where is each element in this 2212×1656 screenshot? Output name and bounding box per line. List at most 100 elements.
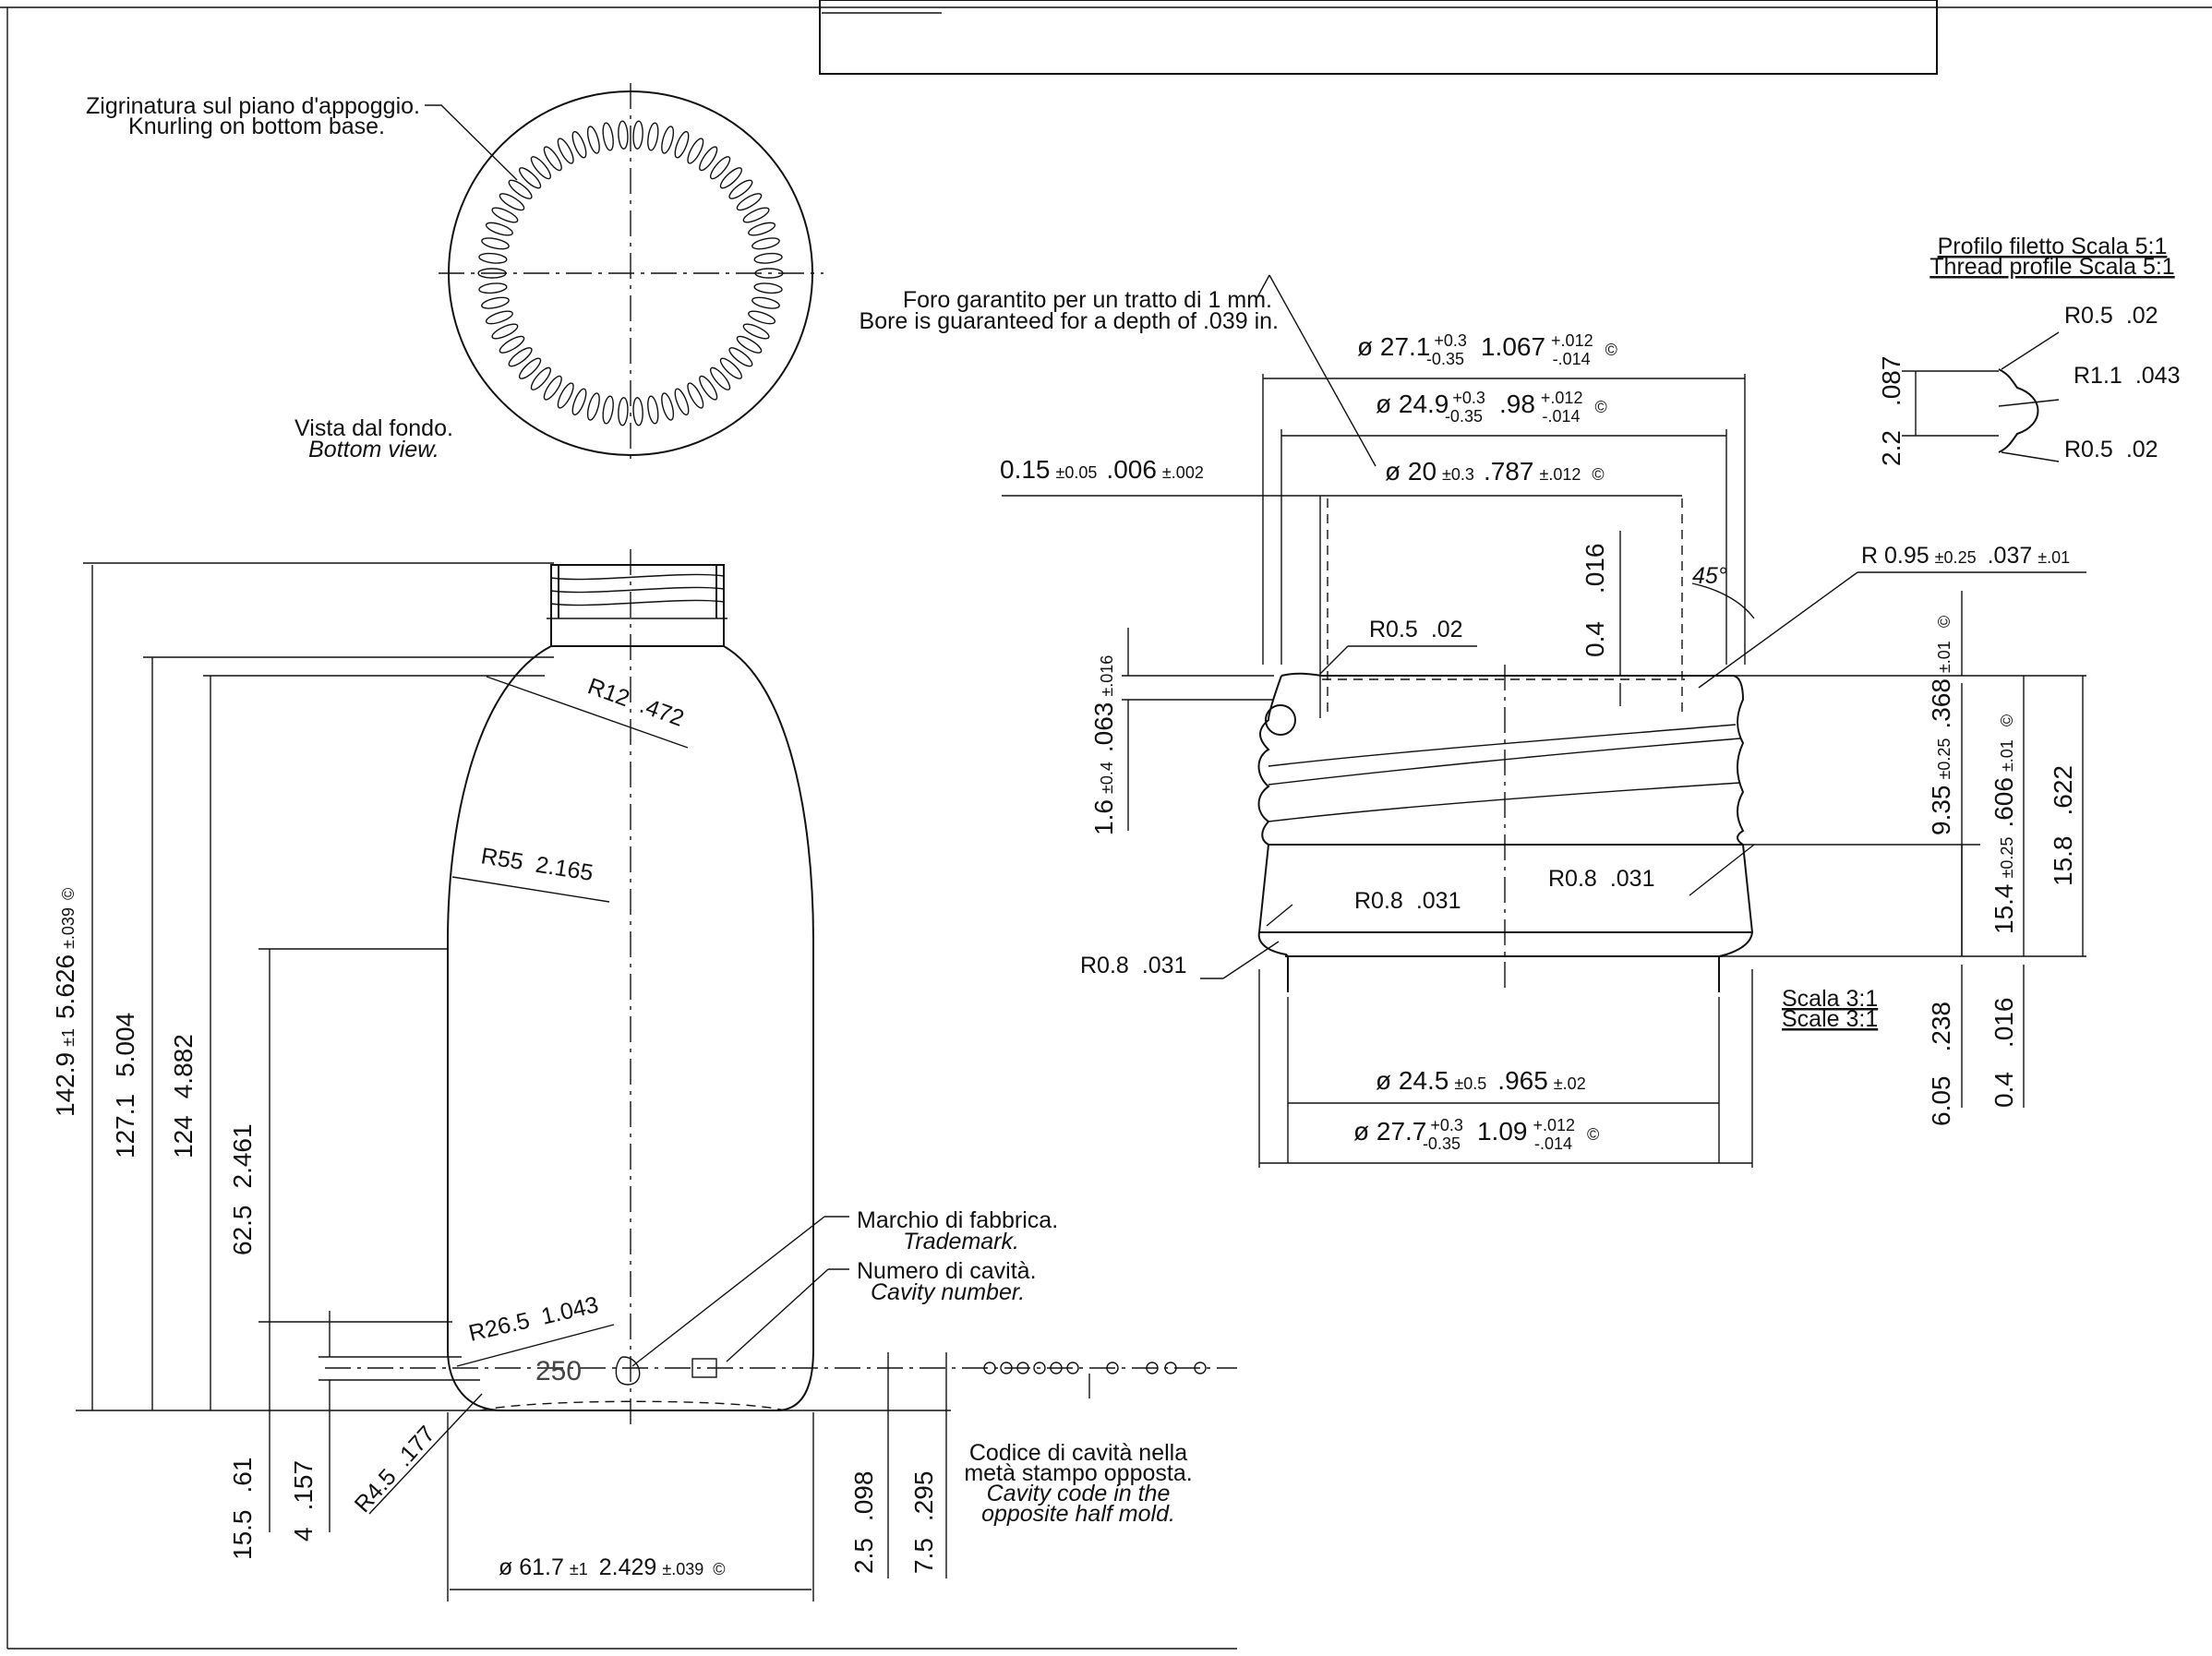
cavity-code-dot <box>1146 1362 1159 1374</box>
knurl-mark <box>499 335 525 354</box>
dim-overall-height: 142.9±15.626±.039© <box>51 888 79 1117</box>
dim-d24-9: ø 24.9+0.3-0.35.98+.012-.014© <box>1376 389 1607 426</box>
knurling-note-it: Zigrinatura sul piano d'appoggio. <box>86 93 420 119</box>
knurl-mark <box>709 156 731 180</box>
knurl-mark <box>748 310 776 325</box>
bore-note-en: Bore is guaranteed for a depth of .039 i… <box>860 308 1279 334</box>
dim-r0-8-right: R0.8.031 <box>1548 866 1654 892</box>
knurl-mark <box>557 382 574 409</box>
cavity-code-en-2: opposite half mold. <box>981 1501 1175 1527</box>
trademark-note-it: Marchio di fabbrica. <box>857 1207 1058 1233</box>
knurl-mark <box>518 167 542 189</box>
thread-bead <box>1265 704 1296 736</box>
dim-r0-8-mid: R0.8.031 <box>1354 888 1461 914</box>
knurl-mark <box>632 120 643 150</box>
cavity-code-dot <box>1033 1362 1046 1374</box>
knurling-leader <box>425 104 518 181</box>
knurl-mark <box>709 366 731 390</box>
dim-0-15: 0.15±0.05.006±.002 <box>1000 455 1204 484</box>
cavity-note-it: Numero di cavità. <box>857 1258 1037 1284</box>
knurl-mark <box>485 310 513 325</box>
dim-r0-5-finish: R0.5.02 <box>1369 617 1463 642</box>
thread-profile-curve <box>1998 368 2039 453</box>
knurl-mark <box>557 138 574 164</box>
dim-9-35: 9.35±0.25.368±.01© <box>1927 616 1955 835</box>
cavity-code-dot <box>983 1362 996 1374</box>
knurl-mark <box>508 179 533 199</box>
knurl-mark <box>499 193 525 211</box>
cavity-code-dot <box>1066 1362 1079 1374</box>
knurl-mark <box>478 252 508 264</box>
finish-scale-en: Scale 3:1 <box>1782 1006 1878 1032</box>
thread-r0-5-top: R0.5.02 <box>2064 303 2158 329</box>
dim-base-2-5: 2.5.098 <box>849 1471 878 1574</box>
cavity-note-en: Cavity number. <box>871 1279 1025 1305</box>
knurl-mark <box>742 323 770 340</box>
knurl-mark <box>728 179 753 199</box>
cavity-code-it-2: metà stampo opposta. <box>964 1460 1192 1486</box>
knurl-mark <box>687 138 704 164</box>
dim-d24-5: ø 24.5±0.5.965±.02 <box>1376 1066 1586 1095</box>
knurl-mark <box>632 397 643 426</box>
finish-scale-it: Scala 3:1 <box>1782 986 1878 1012</box>
knurl-mark <box>571 130 587 159</box>
bottom-view-title-en: Bottom view. <box>308 437 439 462</box>
knurl-mark <box>602 395 614 425</box>
thread-r0-5-bottom: R0.5.02 <box>2064 437 2158 462</box>
knurl-mark <box>618 397 629 426</box>
thread-height-2-2: 2.2.087 <box>1877 356 1905 466</box>
knurl-mark <box>748 222 776 236</box>
thread-profile: Profilo filetto Scala 5:1 Thread profile… <box>1877 234 2180 466</box>
knurl-mark <box>508 347 533 367</box>
knurl-mark <box>477 268 507 279</box>
dim-height-15-5: 15.5.61 <box>228 1458 257 1560</box>
dim-height-62-5: 62.52.461 <box>228 1123 257 1255</box>
dim-1-6: 1.6±0.4.063±.016 <box>1089 655 1118 835</box>
knurl-mark <box>602 122 614 151</box>
body-notes: Marchio di fabbrica. Trademark. Numero d… <box>857 1207 1193 1527</box>
dim-r0-8-left: R0.8.031 <box>1080 953 1186 978</box>
cavity-code-dot <box>1164 1362 1177 1374</box>
knurl-mark <box>753 282 783 294</box>
cavity-code-dot <box>1016 1362 1029 1374</box>
knurl-mark <box>478 282 508 294</box>
cavity-code-en-1: Cavity code in the <box>987 1481 1171 1506</box>
knurl-mark <box>530 366 552 390</box>
knurl-mark <box>736 193 763 211</box>
dim-15-4: 15.4±0.25.606±.01© <box>1990 714 2018 934</box>
knurl-mark <box>719 167 743 189</box>
knurl-mark <box>699 146 718 172</box>
knurl-mark <box>751 296 780 309</box>
knurl-mark <box>674 130 690 159</box>
knurl-mark <box>661 392 675 421</box>
knurl-mark <box>485 222 513 236</box>
knurl-mark <box>661 126 675 154</box>
dim-d20: ø 20±0.3.787±.012© <box>1385 457 1605 486</box>
knurl-mark <box>518 357 542 379</box>
cavity-code-dots <box>983 1362 1207 1374</box>
finish-detail-drawing <box>1257 498 1754 992</box>
knurl-mark <box>719 357 743 379</box>
title-block <box>819 0 1938 75</box>
knurl-mark <box>586 392 600 421</box>
thread-profile-title-en: Thread profile Scala 5:1 <box>1929 254 2174 280</box>
knurl-mark <box>491 323 519 340</box>
dim-0-4-top: 0.4.016 <box>1581 544 1609 657</box>
knurl-mark <box>543 146 562 172</box>
bore-note-it: Foro garantito per un tratto di 1 mm. <box>903 287 1272 313</box>
bottle-side-view: 250 <box>325 549 1237 1426</box>
body-dimensions <box>76 562 951 1602</box>
knurling-note-en: Knurling on bottom base. <box>128 114 385 139</box>
knurl-mark <box>571 388 587 416</box>
knurl-mark <box>530 156 552 180</box>
dim-r12: R12.472 <box>584 673 688 731</box>
thread-r1-1: R1.1.043 <box>2074 363 2180 389</box>
knurl-mark <box>736 335 763 354</box>
